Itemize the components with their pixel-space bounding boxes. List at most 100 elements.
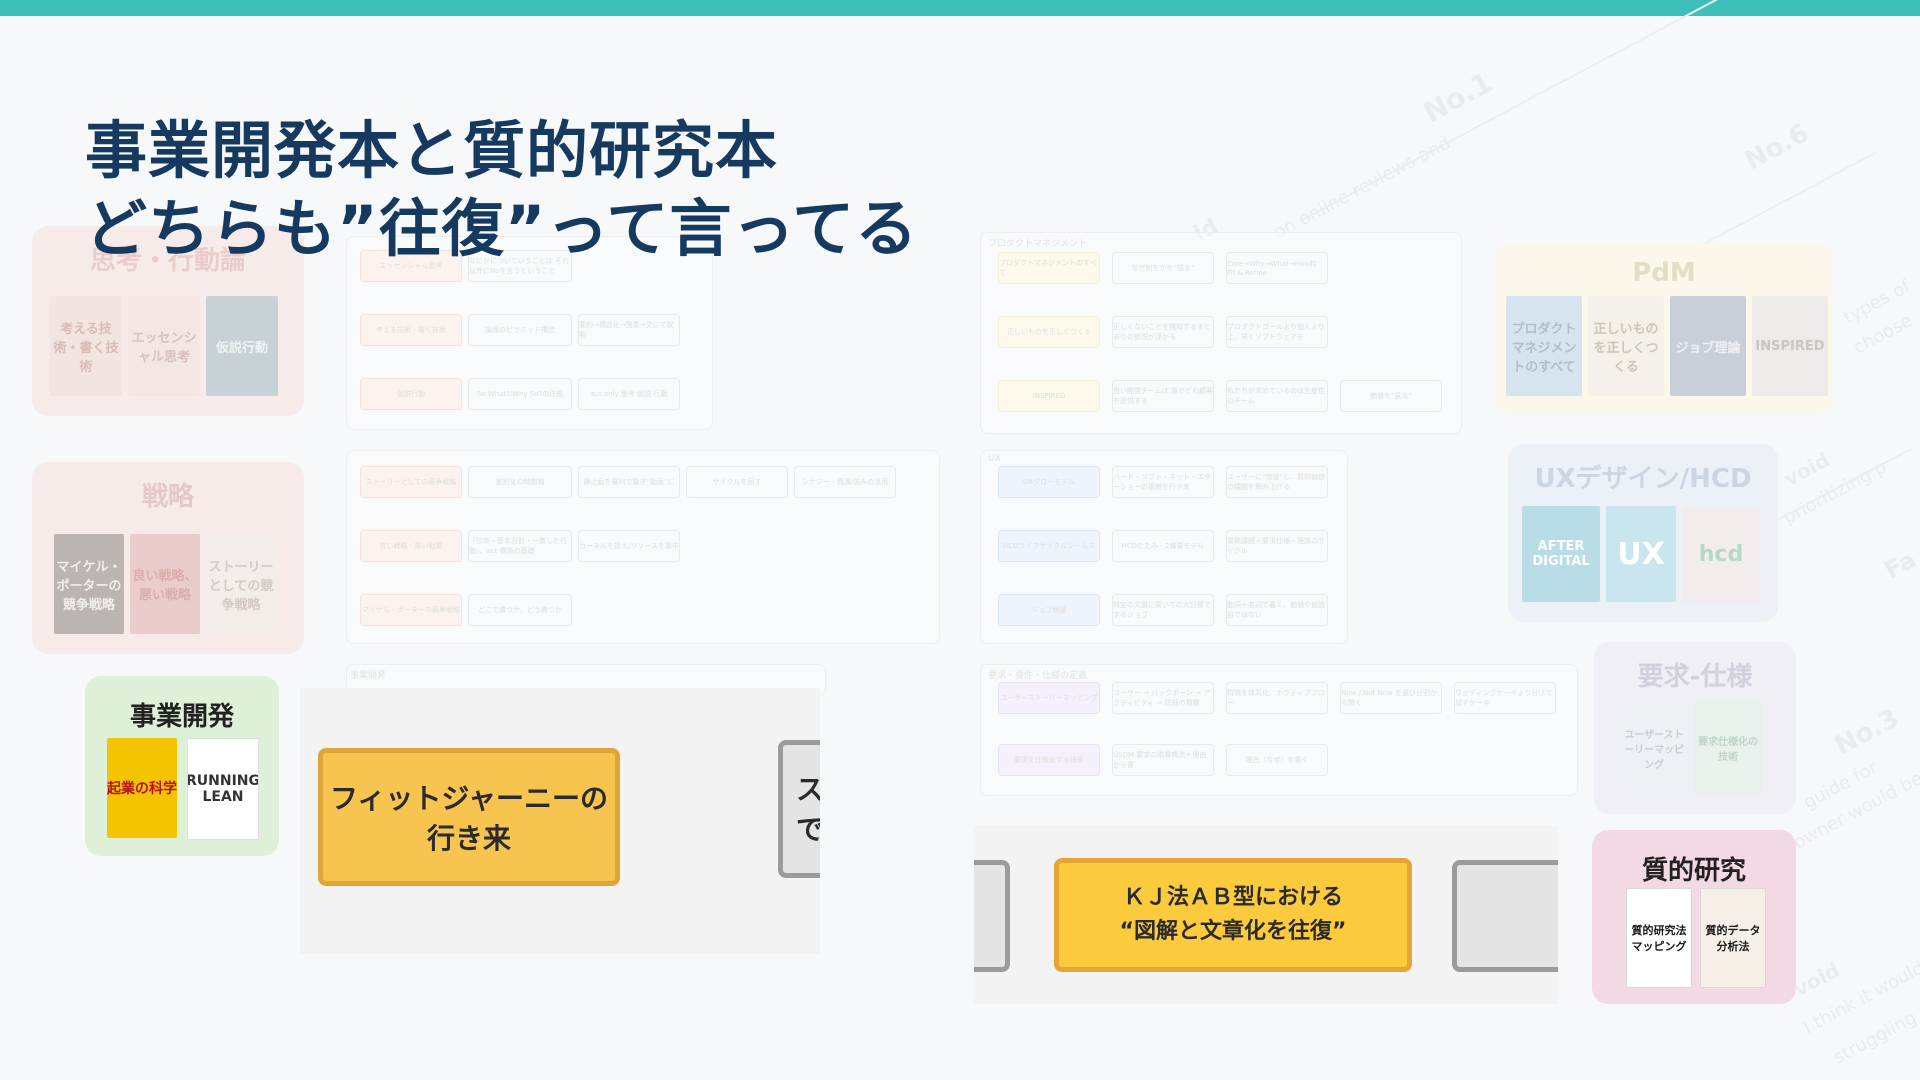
book-cover: AFTER DIGITAL xyxy=(1522,506,1600,602)
panel-shikou-koudou: 思考・行動論 考える技術・書く技術 エッセンシャル思考 仮説行動 xyxy=(32,226,304,416)
panel-shitsuteki-kenkyuu: 質的研究 質的研究法マッピング 質的データ分析法 xyxy=(1592,830,1796,1004)
book-cover: 正しいものを正しくつくる xyxy=(1588,296,1664,396)
flow-node: USDM 要求の階層構造＋理由から書 xyxy=(1112,744,1214,776)
book-cover-shitsuteki-mapping: 質的研究法マッピング xyxy=(1626,888,1692,988)
top-accent-bar xyxy=(0,0,1920,16)
flow-node: 「診断・基本方針・一貫した行動」、act 構築の基礎 xyxy=(468,530,572,562)
panel-title: 戦略 xyxy=(141,482,194,512)
panel-title: PdM xyxy=(1632,258,1696,288)
book-row: AFTER DIGITAL UX hcd xyxy=(1522,506,1760,602)
bg-text-no1: No.1 xyxy=(1418,65,1498,130)
partial-node xyxy=(778,740,820,878)
flow-node: どこで勝つか、どう勝つか xyxy=(468,594,572,626)
book-cover: INSPIRED xyxy=(1752,296,1828,396)
zoom-box-jigyou: フィットジャーニーの行き来 ス で xyxy=(300,688,820,954)
flow-node: シナジー・資源/強みの活用 xyxy=(794,466,896,498)
flow-node: ストーリーとしての競争戦略 xyxy=(360,466,462,498)
slide-title-line1: 事業開発本と質的研究本 xyxy=(85,114,779,187)
flow-node: プロダクトゴールより個人より上、早くソフトウェアを xyxy=(1226,316,1328,348)
book-cover: ユーザーストーリーマッピング xyxy=(1620,700,1688,796)
zoom-box-shitsuteki: ＫＪ法ＡＢ型における “図解と文章化を往復” xyxy=(974,826,1558,1004)
slide-title: 事業開発本と質的研究本 どちらも”往復”って言ってる xyxy=(85,112,918,268)
book-row: マイケル・ポーターの競争戦略 良い戦略、悪い戦略 ストーリーとしての競争戦略 xyxy=(54,534,276,634)
flow-node: なぜ何をかを“語る” xyxy=(1112,252,1214,284)
flow-node: 考える技術・書く技術 xyxy=(360,314,462,346)
flow-node: 要約→構造化→箇条→文にて説明 xyxy=(578,314,680,346)
flow-node: 正しくないことを検知するまとまりの仮説が浮かる xyxy=(1112,316,1214,348)
panel-youkyu-shiyou: 要求-仕様 ユーザーストーリーマッピング 要求仕様化の技術 xyxy=(1594,642,1796,814)
flow-node: 論理のピラミッド構造 xyxy=(468,314,572,346)
flow-node: 私たちが求めているのは生産性のチーム xyxy=(1226,380,1328,412)
book-cover: UX xyxy=(1606,506,1676,602)
highlight-node-fit-journey: フィットジャーニーの行き来 xyxy=(318,748,620,886)
book-row: 考える技術・書く技術 エッセンシャル思考 仮説行動 xyxy=(50,296,278,396)
flow-node: ユーザー → バックボーン → アクティビティ → 詳細の階層 xyxy=(1112,682,1214,714)
flow-node: 動詞＋名詞で書く、価値や仮説目ではない xyxy=(1226,594,1328,626)
flow-node: UXグローモデル xyxy=(998,466,1100,498)
book-cover: 良い戦略、悪い戦略 xyxy=(130,534,200,634)
book-cover-kigyou-no-kagaku: 起業の科学 xyxy=(107,738,177,838)
partial-node-right xyxy=(1452,860,1558,972)
flow-node: HCDライフサイクルツールス xyxy=(998,530,1100,562)
flow-node: 業務課題・要求仕様・理論のサイクル xyxy=(1226,530,1328,562)
flow-node: ウェディングケーキより分けて試すケーキ xyxy=(1454,682,1556,714)
flow-node: 差別化の時間軸 xyxy=(468,466,572,498)
panel-ux-design-hcd: UXデザイン/HCD AFTER DIGITAL UX hcd xyxy=(1508,444,1778,622)
panel-title: 事業開発 xyxy=(129,702,234,732)
panel-pdm: PdM プロダクトマネジメントのすべて 正しいものを正しくつくる ジョブ理論 I… xyxy=(1496,244,1832,414)
book-row: 質的研究法マッピング 質的データ分析法 xyxy=(1626,888,1766,988)
panel-title: UXデザイン/HCD xyxy=(1534,464,1752,494)
highlight-node-line1: ＫＪ法ＡＢ型における xyxy=(1122,885,1343,910)
flow-node: 特定の文脈に置いての大目標でするジョブ xyxy=(1112,594,1214,626)
highlight-node-kj-method: ＫＪ法ＡＢ型における “図解と文章化を往復” xyxy=(1054,858,1412,972)
flow-node: なにかについていうことは それ以外にNoを言うということ xyxy=(468,250,572,282)
panel-title: 質的研究 xyxy=(1641,856,1746,886)
flow-node: 価値を“見る” xyxy=(1340,380,1442,412)
book-cover: ストーリーとしての競争戦略 xyxy=(206,534,276,634)
flow-node: 仮説行動 xyxy=(360,378,462,410)
book-row: 起業の科学 RUNNING LEAN xyxy=(107,738,259,840)
flow-section-label: UX xyxy=(988,454,1001,464)
flow-node: 要求を仕様化する技術 xyxy=(998,744,1100,776)
flow-node: 理由（なぜ）を書く xyxy=(1226,744,1328,776)
book-cover: プロダクトマネジメントのすべて xyxy=(1506,296,1582,396)
flow-node: INSPIRED xyxy=(998,380,1100,412)
panel-jigyou-kaihatsu: 事業開発 起業の科学 RUNNING LEAN xyxy=(85,676,279,856)
flow-node: マイケル・ポーターの競争戦略 xyxy=(360,594,462,626)
flow-node: ユーザーストーリーマッピング xyxy=(998,682,1100,714)
book-cover: 仮説行動 xyxy=(206,296,278,396)
book-row: ユーザーストーリーマッピング 要求仕様化の技術 xyxy=(1620,700,1762,796)
bg-text-fa: Fa xyxy=(1880,545,1920,585)
flow-node: 良い開発チームは 誰がどれ顧客を提供する xyxy=(1112,380,1214,412)
flow-node: 良い戦略・悪い戦略 xyxy=(360,530,462,562)
slide-title-line2: どちらも”往復”って言ってる xyxy=(85,192,919,265)
flow-node: So What?/Why So?の往復 xyxy=(468,378,572,410)
book-cover: エッセンシャル思考 xyxy=(128,296,200,396)
book-cover: 要求仕様化の技術 xyxy=(1694,700,1762,796)
flow-node: act only 思考 仮説 行動 xyxy=(578,378,680,410)
flow-section-label: プロダクトマネジメント xyxy=(988,239,1088,249)
flow-node: プロダクトマネジメントのすべて xyxy=(998,252,1100,284)
flow-node: カーネルを捉え/リソースを集中 xyxy=(578,530,680,562)
panel-title: 思考・行動論 xyxy=(89,246,246,276)
book-row: プロダクトマネジメントのすべて 正しいものを正しくつくる ジョブ理論 INSPI… xyxy=(1506,296,1828,396)
bg-text-no6: No.6 xyxy=(1740,118,1814,177)
flow-node: エッセンシャル思考 xyxy=(360,250,462,282)
panel-title: 要求-仕様 xyxy=(1637,662,1753,692)
flow-node: Core→Why→What→How粒 Fit & Refine xyxy=(1226,252,1328,284)
flow-node: Now / Not Now を選び分割から関く xyxy=(1340,682,1442,714)
flow-node: 静止画を羅列で繋ぎ“動画”に xyxy=(578,466,680,498)
book-cover-shitsuteki-data: 質的データ分析法 xyxy=(1700,888,1766,988)
flow-section-label: 事業開発 xyxy=(350,671,387,681)
flow-node: ハード・ソフト・ネット・エターショーの複雑を行き来 xyxy=(1112,466,1214,498)
flow-node: サイクルを回す xyxy=(686,466,788,498)
book-cover: ジョブ理論 xyxy=(1670,296,1746,396)
flow-section-label: 要求・要件・仕様の定義 xyxy=(988,671,1088,681)
panel-senryaku: 戦略 マイケル・ポーターの競争戦略 良い戦略、悪い戦略 ストーリーとしての競争戦… xyxy=(32,462,304,654)
flow-node: HCDたたみ・2軸要モデル xyxy=(1112,530,1214,562)
flow-node: 特徴を体系化、ナラティブフロー xyxy=(1226,682,1328,714)
bg-text-no3: No.3 xyxy=(1830,703,1904,762)
partial-node-left xyxy=(974,860,1010,972)
flow-node: ジョブ理論 xyxy=(998,594,1100,626)
book-cover-running-lean: RUNNING LEAN xyxy=(187,738,259,840)
